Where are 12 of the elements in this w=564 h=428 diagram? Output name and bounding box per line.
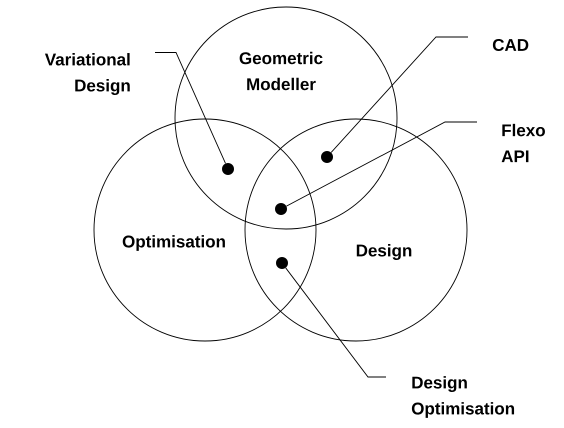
- callout-label: Design Optimisation: [412, 376, 514, 418]
- leader-line: [286, 122, 478, 207]
- callout-label: CAD: [492, 38, 528, 52]
- leader-line: [154, 52, 226, 164]
- dot: [321, 151, 333, 163]
- dot: [222, 163, 234, 175]
- leader-line: [285, 268, 386, 378]
- callout-label: Flexo API: [502, 124, 545, 162]
- dot: [275, 203, 287, 215]
- callout-label: Variational Design: [44, 53, 130, 95]
- leader-line: [330, 36, 468, 153]
- dot: [276, 257, 288, 269]
